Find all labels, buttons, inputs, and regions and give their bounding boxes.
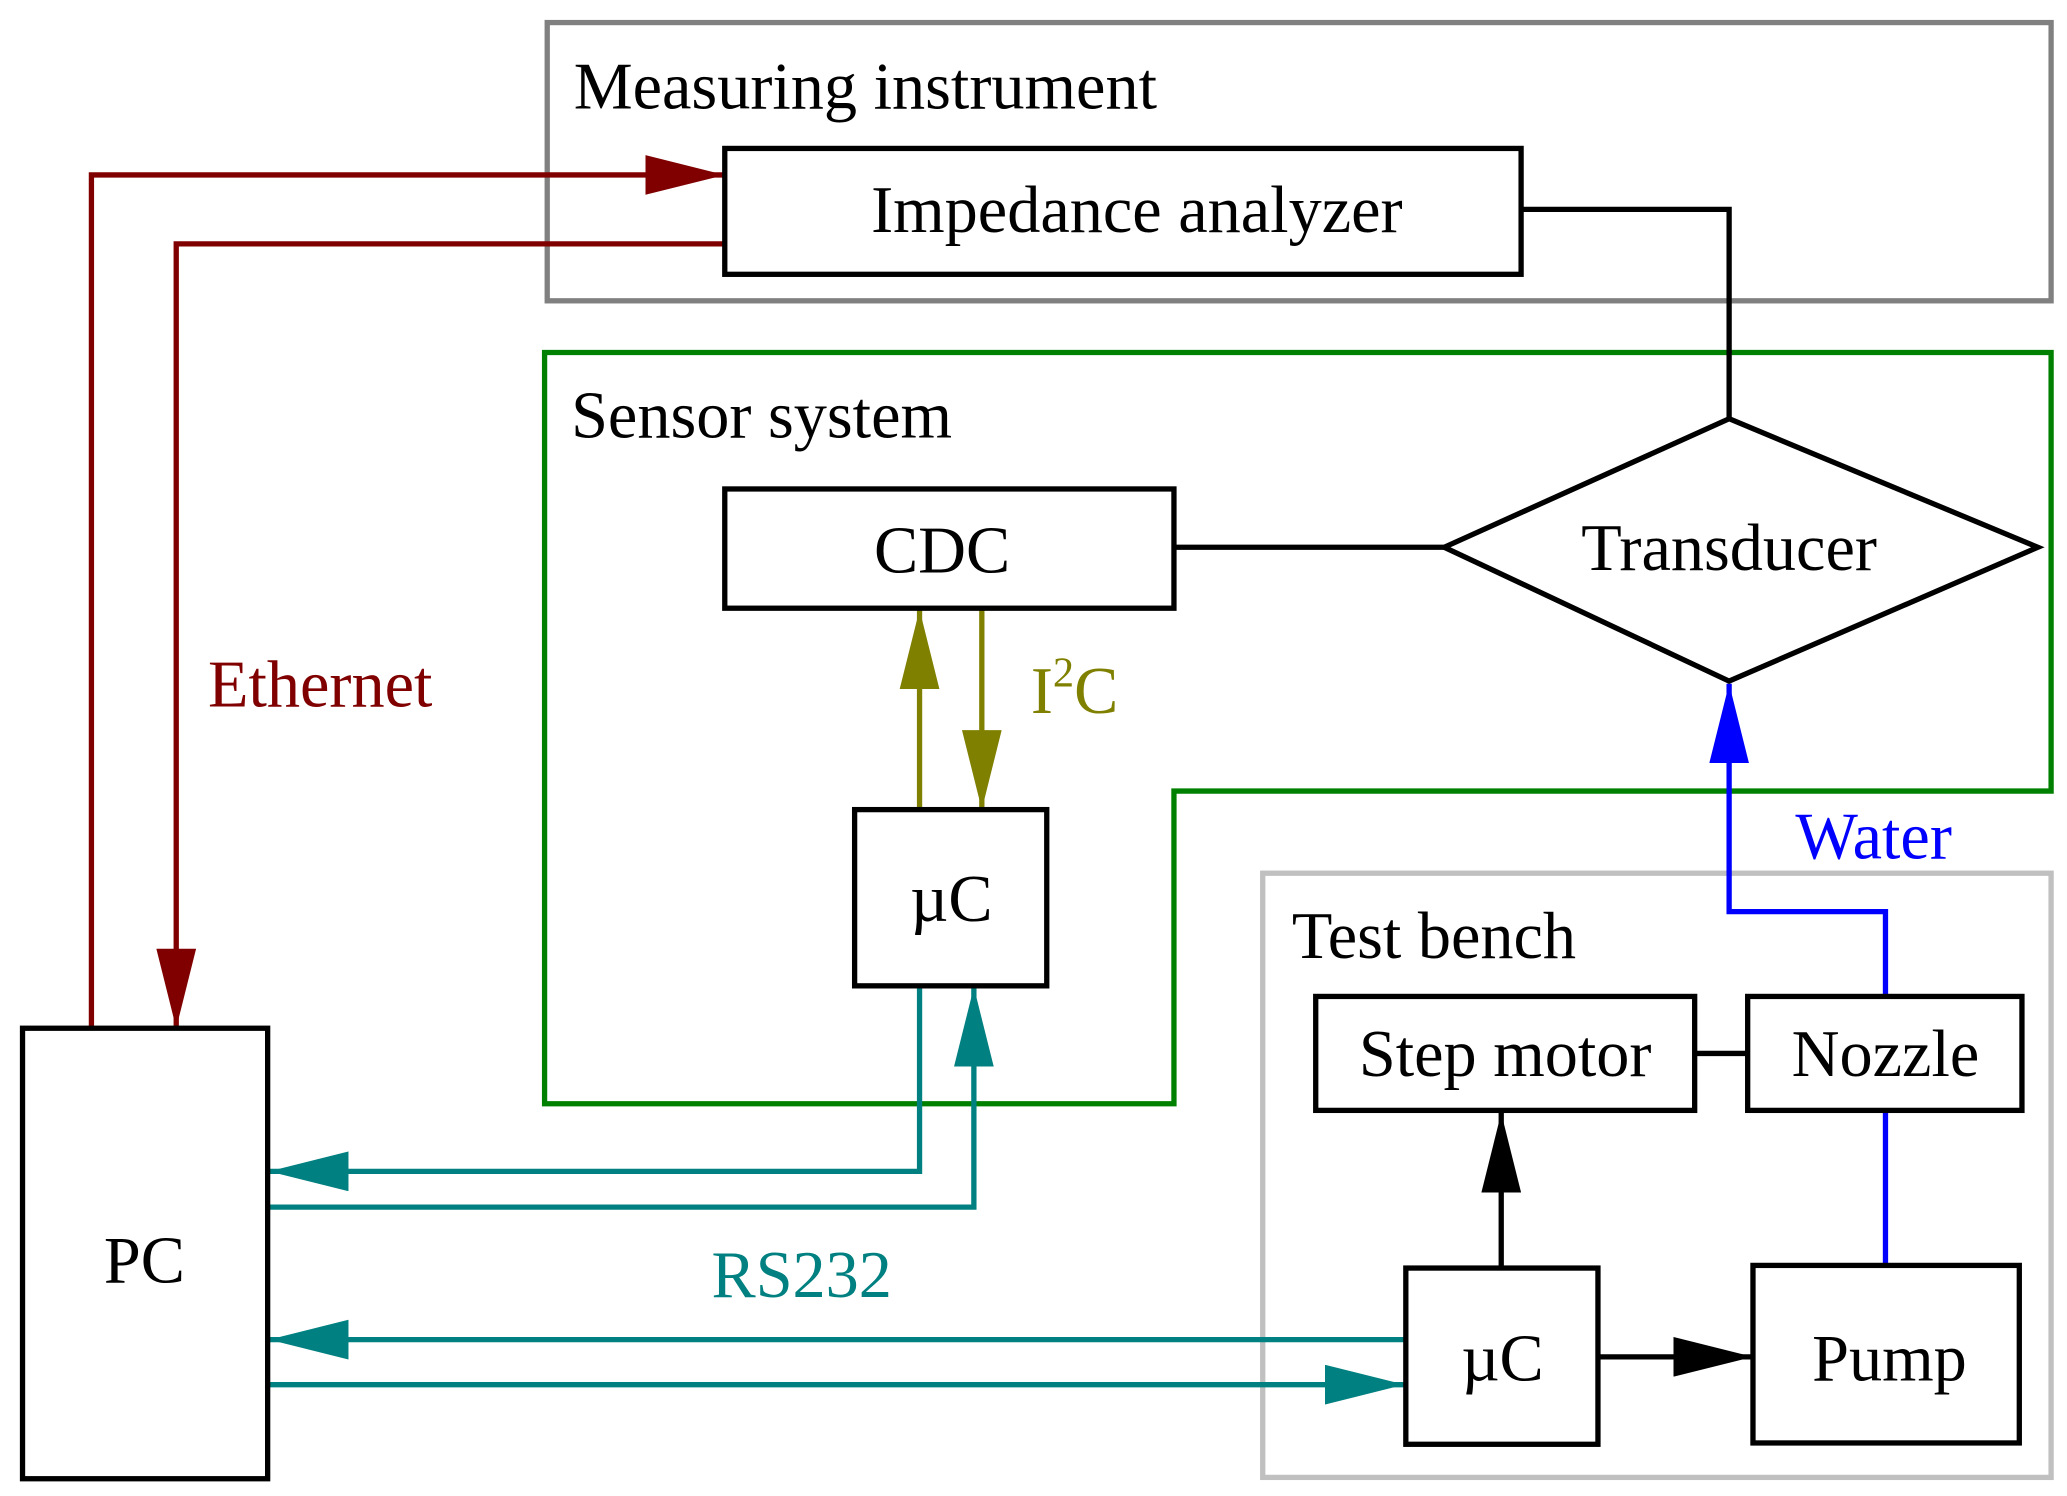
ethernet-link-pc-to-analyzer xyxy=(88,155,725,1029)
nozzle-label: Nozzle xyxy=(1792,1018,1980,1091)
water-link-nozzle-to-transducer xyxy=(1709,683,1889,997)
test-bench-group xyxy=(1260,870,2054,1481)
water-label: Water xyxy=(1795,801,1952,874)
transducer-label: Transducer xyxy=(1581,512,1877,585)
transducer-node: Transducer xyxy=(1437,415,2045,684)
sensor-uc-node: µC xyxy=(851,806,1050,989)
pump-node: Pump xyxy=(1750,1262,2022,1446)
sensor-system-title: Sensor system xyxy=(571,379,952,452)
cdc-label: CDC xyxy=(874,514,1010,587)
step-motor-label: Step motor xyxy=(1359,1018,1652,1091)
test-bench-title: Test bench xyxy=(1292,900,1576,973)
sensor-uc-label: µC xyxy=(910,863,992,936)
pc-label: PC xyxy=(104,1225,185,1298)
impedance-analyzer-label: Impedance analyzer xyxy=(871,174,1402,247)
sensor-system-group xyxy=(541,349,2054,1107)
rs232-link-pc-to-sensor-uc xyxy=(268,987,994,1210)
bench-uc-node: µC xyxy=(1403,1265,1601,1447)
analyzer-transducer-link xyxy=(1521,206,1732,418)
impedance-analyzer-node: Impedance analyzer xyxy=(722,145,1524,277)
rs232-link-sensor-uc-to-pc xyxy=(268,987,923,1192)
rs232-label: RS232 xyxy=(712,1239,892,1312)
ethernet-link-analyzer-to-pc xyxy=(156,241,725,1029)
measuring-instrument-title: Measuring instrument xyxy=(574,51,1158,124)
measuring-instrument-group xyxy=(544,19,2054,304)
pump-label: Pump xyxy=(1812,1323,1967,1396)
step-motor-node: Step motor xyxy=(1313,993,1698,1114)
bench-uc-label: µC xyxy=(1461,1323,1543,1396)
nozzle-node: Nozzle xyxy=(1745,993,2025,1114)
i2c-label: I2C xyxy=(1031,649,1118,727)
ethernet-label: Ethernet xyxy=(208,648,433,721)
cdc-node: CDC xyxy=(722,486,1177,611)
pc-node: PC xyxy=(19,1025,271,1482)
